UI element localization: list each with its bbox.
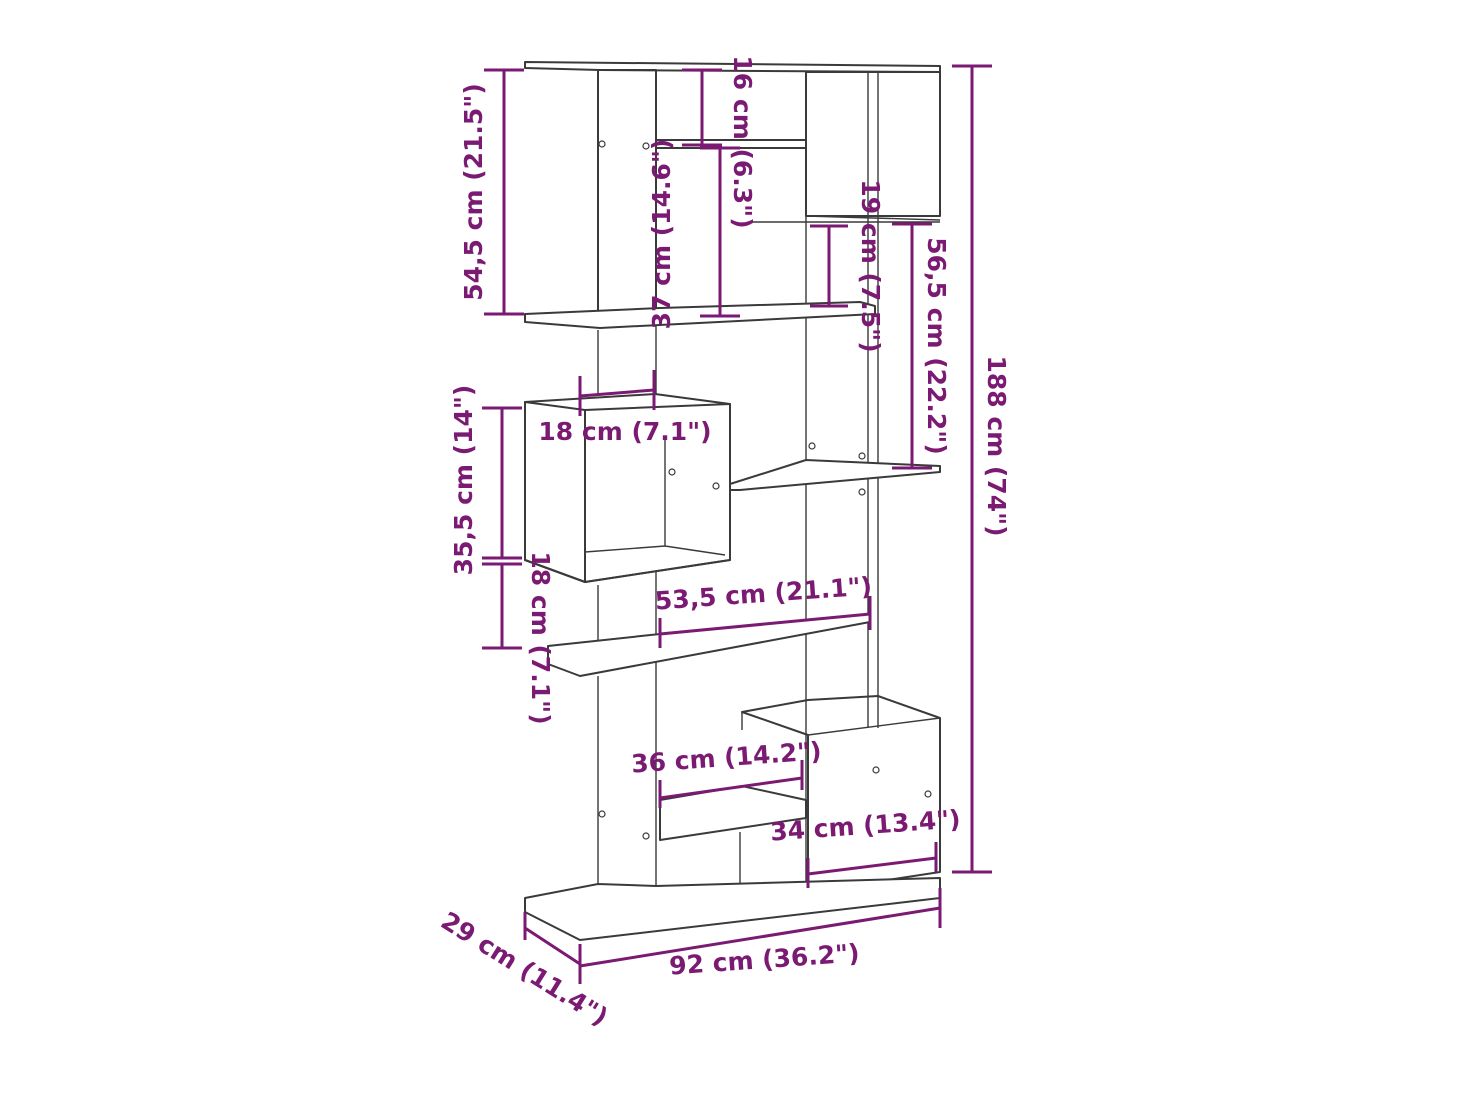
dim-top-right-gap	[810, 224, 848, 308]
dim-right-section	[892, 222, 932, 470]
dim-upper-mid	[700, 146, 740, 318]
shelf-2	[729, 459, 941, 491]
shelf-3	[547, 613, 871, 677]
dim-top-slot	[682, 68, 722, 147]
label-top-right-gap: 19 cm (7.5")	[856, 179, 885, 352]
top-right-box	[805, 71, 941, 217]
dim-bottom-right-width	[806, 842, 938, 888]
label-lower-cube-width: 36 cm (14.2")	[630, 736, 822, 778]
dim-mid-shelf-width	[658, 596, 872, 648]
label-right-section-height: 56,5 cm (22.2")	[922, 237, 951, 455]
top-slot-shelf	[655, 139, 807, 149]
base-board	[524, 877, 941, 941]
dim-total-depth	[523, 912, 582, 982]
label-upper-mid-height: 37 cm (14.6")	[647, 139, 676, 330]
dim-cube-height	[482, 406, 522, 560]
label-top-slot-height: 16 cm (6.3")	[728, 55, 757, 228]
dim-top-left-height	[484, 68, 524, 316]
label-top-left-height: 54,5 cm (21.5")	[459, 83, 488, 301]
bookshelf-drawing	[524, 61, 941, 941]
dim-lower-left	[482, 562, 522, 650]
label-cube-height: 35,5 cm (14")	[449, 385, 478, 576]
label-total-width: 92 cm (36.2")	[668, 938, 860, 980]
dimension-lines	[482, 64, 992, 984]
label-total-height: 188 cm (74")	[982, 355, 1011, 536]
dim-total-height	[952, 64, 992, 874]
bottom-right-box	[741, 695, 941, 893]
dim-lower-cube-width	[658, 760, 804, 808]
label-mid-shelf-width: 53,5 cm (21.1")	[654, 571, 873, 615]
label-lower-left-height: 18 cm (7.1")	[526, 551, 555, 724]
label-cube-depth: 18 cm (7.1")	[538, 417, 711, 446]
dim-cube-depth	[578, 370, 656, 416]
